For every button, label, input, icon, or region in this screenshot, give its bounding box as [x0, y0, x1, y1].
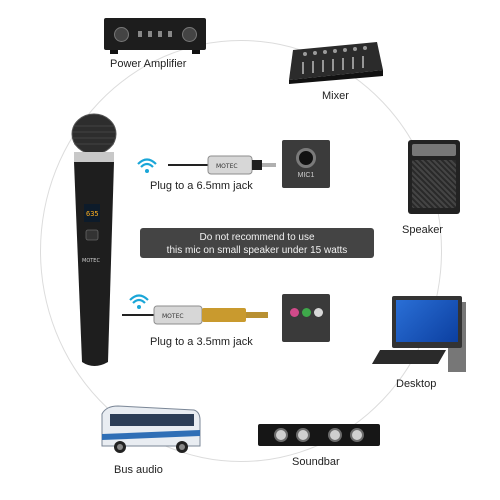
bus-image	[98, 400, 204, 456]
knob-icon	[114, 27, 129, 42]
soundbar-image	[258, 424, 380, 446]
microphone-image: 635 MOTEC	[60, 112, 130, 372]
mixer-label: Mixer	[322, 90, 349, 102]
bus-audio-label: Bus audio	[114, 464, 163, 476]
notice-line-2: this mic on small speaker under 15 watts	[166, 245, 348, 256]
speaker-label: Speaker	[402, 224, 443, 236]
mic-brand-text: MOTEC	[82, 258, 100, 264]
power-amplifier-image	[104, 18, 206, 54]
receiver-35mm-image: MOTEC	[122, 302, 278, 333]
soundbar-label: Soundbar	[292, 456, 340, 468]
speaker-image	[408, 140, 460, 214]
mic-display: 635	[86, 210, 99, 218]
notice-line-1: Do not recommend to use	[199, 232, 315, 243]
power-amplifier-label: Power Amplifier	[110, 58, 187, 70]
receiver-65mm-image: MOTEC	[168, 152, 278, 183]
desktop-label: Desktop	[396, 378, 437, 390]
keyboard-image	[371, 350, 447, 364]
jack-65-port-image: MIC1	[282, 140, 330, 188]
notice-box: Do not recommend to use this mic on smal…	[140, 228, 374, 258]
jack-35-port-image	[282, 294, 330, 342]
jack-35-label: Plug to a 3.5mm jack	[150, 336, 253, 348]
wifi-icon	[128, 292, 150, 315]
receiver-brand-text: MOTEC	[162, 313, 184, 320]
connection-ring	[40, 40, 442, 462]
desktop-monitor-image	[392, 296, 462, 348]
knob-icon	[182, 27, 197, 42]
receiver-brand-text: MOTEC	[216, 163, 238, 170]
mic-port-label: MIC1	[297, 172, 315, 179]
wifi-icon	[136, 156, 158, 179]
mixer-image	[285, 40, 385, 84]
jack-65-label: Plug to a 6.5mm jack	[150, 180, 253, 192]
